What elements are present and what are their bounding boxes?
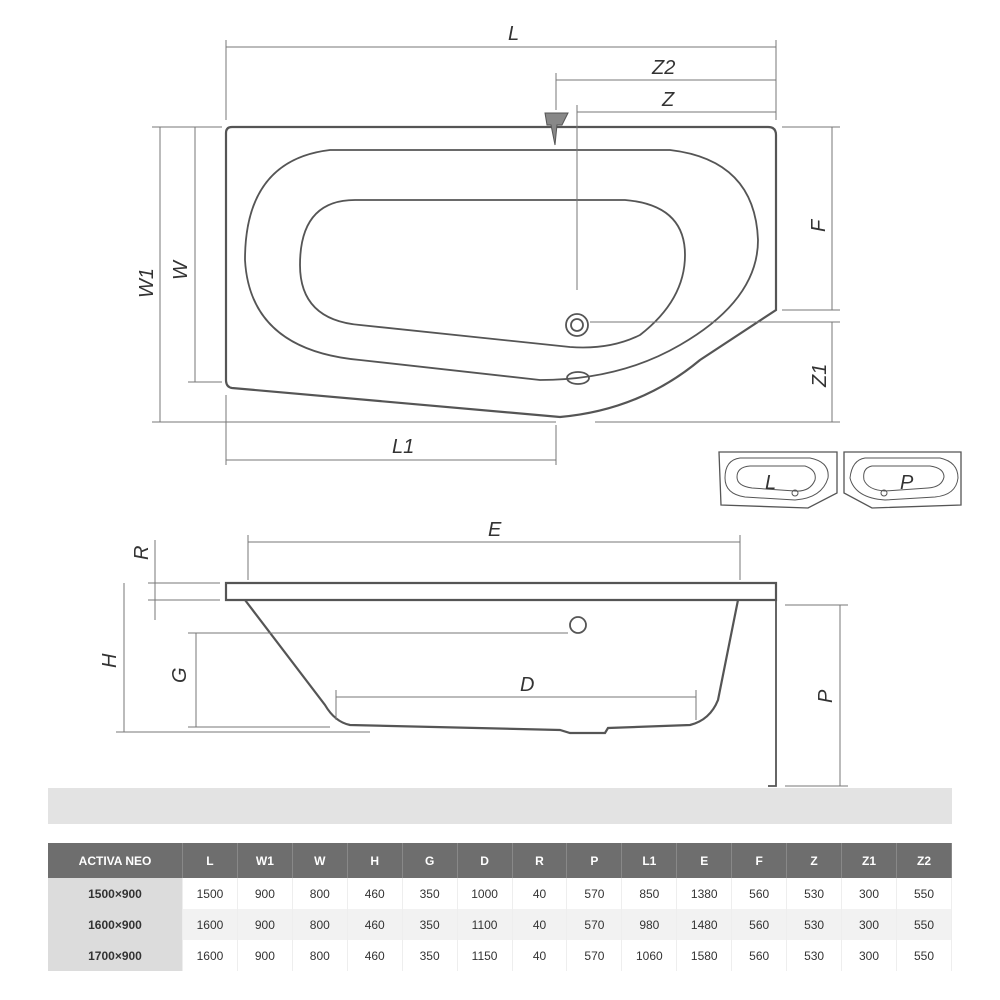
tub-rim-side <box>224 581 778 602</box>
table-cell: 1480 <box>676 909 733 940</box>
column-header: P <box>566 843 623 878</box>
table-cell: 300 <box>841 940 897 971</box>
thumb-label-P: P <box>900 472 914 494</box>
tub-body-side <box>244 599 740 735</box>
table-cell: 1060 <box>621 940 678 971</box>
column-header: F <box>731 843 788 878</box>
column-header: D <box>457 843 513 878</box>
table-cell: 550 <box>896 909 953 940</box>
table-cell: 460 <box>347 909 403 940</box>
variant-left-thumbnail: L <box>718 451 838 509</box>
column-header: R <box>512 843 568 878</box>
table-cell: 350 <box>402 940 458 971</box>
table-cell: 530 <box>786 878 843 909</box>
floor-band <box>48 788 952 824</box>
dim-label-H: H <box>99 653 121 668</box>
tub-basin <box>299 199 686 349</box>
table-cell: 800 <box>292 940 348 971</box>
table-cell: 560 <box>731 909 788 940</box>
overflow-side-icon <box>569 616 587 634</box>
table-cell: 1600 <box>182 940 238 971</box>
column-header: Z1 <box>841 843 897 878</box>
table-cell: 570 <box>566 878 623 909</box>
table-cell: 40 <box>512 878 568 909</box>
panel <box>768 600 777 787</box>
drain-icon <box>565 313 589 337</box>
table-cell: 570 <box>566 940 623 971</box>
dim-label-W1: W1 <box>136 268 158 298</box>
row-model-label: 1500×900 <box>48 878 183 909</box>
table-cell: 530 <box>786 940 843 971</box>
dim-label-G: G <box>169 667 191 683</box>
table-cell: 800 <box>292 909 348 940</box>
dim-label-L: L <box>508 23 519 45</box>
variant-right-thumbnail: P <box>843 451 962 509</box>
dim-label-Z: Z <box>661 89 675 111</box>
faucet-icon <box>544 112 569 146</box>
dim-label-Z2: Z2 <box>651 57 675 79</box>
table-cell: 900 <box>237 909 293 940</box>
table-cell: 1150 <box>457 940 513 971</box>
table-cell: 800 <box>292 878 348 909</box>
dim-label-P: P <box>815 689 837 703</box>
tub-outline <box>224 125 778 419</box>
column-header: L1 <box>621 843 678 878</box>
table-cell: 900 <box>237 878 293 909</box>
thumb-label-L: L <box>765 472 776 494</box>
dim-label-E: E <box>488 519 502 541</box>
table-cell: 560 <box>731 878 788 909</box>
table-cell: 850 <box>621 878 678 909</box>
row-model-label: 1600×900 <box>48 909 183 940</box>
row-model-label: 1700×900 <box>48 940 183 971</box>
side-view: E R H G D P <box>99 519 848 787</box>
table-cell: 1380 <box>676 878 733 909</box>
table-cell: 460 <box>347 878 403 909</box>
column-header: ACTIVA NEO <box>48 843 183 878</box>
table-cell: 570 <box>566 909 623 940</box>
table-cell: 550 <box>896 940 953 971</box>
top-view: L Z2 Z W1 W F Z1 L1 <box>136 23 840 465</box>
column-header: E <box>676 843 733 878</box>
table-cell: 350 <box>402 878 458 909</box>
overflow-icon <box>566 371 590 385</box>
dim-label-D: D <box>520 674 534 696</box>
table-cell: 530 <box>786 909 843 940</box>
table-cell: 300 <box>841 878 897 909</box>
bathtub-technical-drawing: L Z2 Z W1 W F Z1 L1 L P E R H G <box>99 23 962 787</box>
table-cell: 1580 <box>676 940 733 971</box>
column-header: G <box>402 843 458 878</box>
table-cell: 1500 <box>182 878 238 909</box>
table-cell: 300 <box>841 909 897 940</box>
table-cell: 550 <box>896 878 953 909</box>
table-cell: 900 <box>237 940 293 971</box>
column-header: H <box>347 843 403 878</box>
table-cell: 980 <box>621 909 678 940</box>
tub-rim <box>244 149 759 381</box>
dim-label-W: W <box>170 259 192 280</box>
dim-label-Z1: Z1 <box>809 364 831 388</box>
dim-label-L1: L1 <box>392 436 414 458</box>
dim-label-R: R <box>131 546 153 560</box>
column-header: W1 <box>237 843 293 878</box>
table-cell: 460 <box>347 940 403 971</box>
column-header: Z <box>786 843 843 878</box>
table-cell: 350 <box>402 909 458 940</box>
table-cell: 1100 <box>457 909 513 940</box>
column-header: Z2 <box>896 843 953 878</box>
table-cell: 560 <box>731 940 788 971</box>
column-header: W <box>292 843 348 878</box>
table-cell: 1600 <box>182 909 238 940</box>
table-cell: 40 <box>512 909 568 940</box>
table-cell: 40 <box>512 940 568 971</box>
column-header: L <box>182 843 238 878</box>
dim-label-F: F <box>808 218 830 232</box>
table-cell: 1000 <box>457 878 513 909</box>
